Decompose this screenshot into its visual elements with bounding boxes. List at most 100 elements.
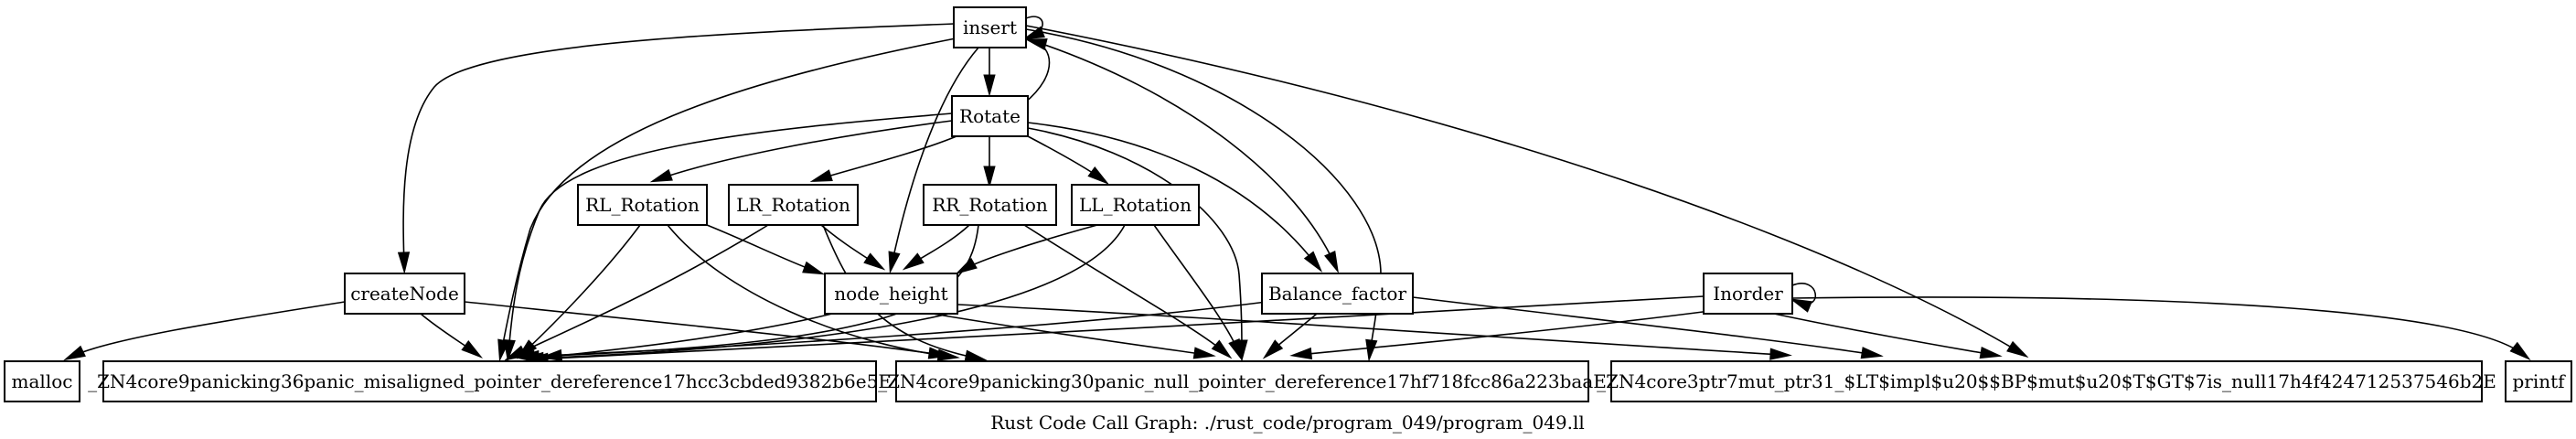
edge-rotate-to-misaligned: [503, 112, 953, 362]
edge-line: [520, 301, 1267, 358]
edge-arrowhead: [1789, 298, 1812, 313]
edge-insert-to-createnode: [397, 23, 955, 274]
edge-balance-factor-to-is-null: [1412, 296, 1884, 359]
node-balance-factor[interactable]: Balance_factor: [1261, 273, 1414, 315]
edge-arrowhead: [1228, 338, 1243, 362]
node-malloc[interactable]: malloc: [4, 360, 80, 402]
nodes-layer: insert Rotate RL_Rotation LR_Rotation RR…: [4, 6, 2572, 402]
node-create-node[interactable]: createNode: [344, 273, 465, 315]
node-label-printf: printf: [2512, 370, 2566, 392]
edge-line: [464, 301, 943, 356]
node-label-malloc: malloc: [12, 370, 73, 392]
edge-insert-to-is-null: [1025, 25, 2029, 359]
edge-arrowhead: [955, 257, 978, 275]
edge-insert-to-node-height: [888, 47, 979, 274]
node-label-rl-rotation: RL_Rotation: [585, 194, 700, 216]
edge-arrowhead: [983, 166, 996, 188]
edge-line: [529, 224, 1126, 359]
edge-rotate-to-ll-rotation: [1027, 135, 1109, 185]
edge-line: [1027, 127, 1243, 354]
node-rotate[interactable]: Rotate: [951, 95, 1029, 137]
edge-insert-to-balance-factor: [1025, 37, 1340, 274]
edge-line: [1412, 296, 1876, 356]
node-label-inorder: Inorder: [1713, 283, 1783, 305]
edge-line: [548, 313, 833, 358]
edge-line: [500, 37, 957, 354]
edge-line: [818, 135, 957, 180]
node-ll-rotation[interactable]: LL_Rotation: [1071, 184, 1200, 226]
edge-arrowhead: [1860, 347, 1884, 359]
edge-arrowhead: [2006, 340, 2029, 359]
edge-arrowhead: [2509, 341, 2531, 361]
edge-rotate-to-balance-factor: [1027, 122, 1323, 273]
edge-arrowhead: [888, 251, 901, 274]
edge-line: [508, 112, 953, 354]
node-is-null[interactable]: _ZN4core3ptr7mut_ptr31_$LT$impl$u20$$BP$…: [1597, 360, 2496, 402]
node-rr-rotation[interactable]: RR_Rotation: [923, 184, 1057, 226]
edge-inorder-to-inorder: [1789, 283, 1817, 313]
edge-arrowhead: [802, 261, 826, 275]
edge-arrowhead: [1087, 166, 1109, 185]
node-inorder[interactable]: Inorder: [1703, 273, 1793, 315]
edge-line: [1025, 37, 1336, 266]
edge-arrowhead: [1192, 347, 1216, 359]
edge-createnode-to-null-deref: [464, 301, 951, 359]
edge-rl-rotation-to-misaligned: [516, 224, 641, 359]
node-rl-rotation[interactable]: RL_Rotation: [577, 184, 708, 226]
edge-rr-rotation-to-node-height: [902, 224, 970, 271]
edge-arrowhead: [863, 252, 886, 271]
node-label-create-node: createNode: [350, 283, 459, 305]
edge-line: [932, 313, 1208, 356]
edge-arrowhead: [964, 349, 988, 362]
edge-ll-rotation-to-node-height: [955, 224, 1098, 275]
edge-line: [1025, 28, 1382, 354]
edge-arrowhead: [1303, 251, 1323, 273]
node-label-node-height: node_height: [834, 283, 947, 305]
node-lr-rotation[interactable]: LR_Rotation: [728, 184, 859, 226]
edge-arrowhead: [1365, 338, 1378, 362]
edge-line: [1773, 313, 1994, 356]
graph-caption: Rust Code Call Graph: ./rust_code/progra…: [990, 412, 1585, 434]
edge-arrowhead: [1769, 348, 1792, 360]
edge-lr-rotation-to-node-height: [820, 224, 886, 271]
edge-ll-rotation-to-null-deref: [1153, 224, 1243, 362]
edge-arrowhead: [983, 74, 996, 97]
edge-arrowhead: [503, 338, 516, 362]
node-label-rr-rotation: RR_Rotation: [932, 194, 1048, 216]
node-node-height[interactable]: node_height: [824, 273, 958, 315]
node-printf[interactable]: printf: [2505, 360, 2572, 402]
edge-arrowhead: [1024, 38, 1048, 50]
node-label-panic-null-pointer: _ZN4core9panicking30panic_null_pointer_d…: [878, 370, 1607, 392]
edge-arrowhead: [809, 169, 833, 182]
edge-arrowhead: [1262, 339, 1284, 359]
edge-arrowhead: [63, 345, 86, 361]
node-label-ll-rotation: LL_Rotation: [1079, 194, 1192, 216]
edge-line: [70, 301, 346, 358]
node-label-is-null: _ZN4core3ptr7mut_ptr31_$LT$impl$u20$$BP$…: [1597, 370, 2496, 392]
edge-line: [534, 295, 1705, 360]
edge-line: [1023, 40, 1051, 104]
node-panic-null-pointer[interactable]: _ZN4core9panicking30panic_null_pointer_d…: [878, 360, 1607, 402]
edge-arrowhead: [397, 252, 411, 274]
edge-line: [1298, 310, 1711, 356]
edge-rotate-to-null-deref: [1027, 127, 1248, 362]
edge-arrowhead: [649, 168, 673, 183]
edge-arrowhead: [1979, 347, 2003, 359]
edge-arrowhead: [461, 340, 483, 359]
edge-line: [962, 224, 1098, 271]
edge-line: [1023, 224, 1226, 354]
edge-inorder-to-null-deref: [1289, 310, 1711, 360]
edge-arrowhead: [1324, 251, 1340, 274]
edge-rotate-to-insert: [1023, 38, 1051, 104]
edge-line: [957, 304, 1784, 356]
edge-node-height-to-null-deref: [932, 313, 1216, 359]
edge-rl-rotation-to-node-height: [706, 224, 826, 275]
node-label-rotate: Rotate: [959, 105, 1021, 127]
node-panic-misaligned[interactable]: _ZN4core9panicking36panic_misaligned_poi…: [88, 360, 892, 402]
edge-node-height-to-is-null: [957, 304, 1792, 360]
node-insert[interactable]: insert: [953, 6, 1027, 48]
edge-rotate-to-lr-rotation: [809, 135, 957, 182]
edge-line: [891, 47, 979, 266]
edge-createnode-to-misaligned: [420, 313, 483, 359]
